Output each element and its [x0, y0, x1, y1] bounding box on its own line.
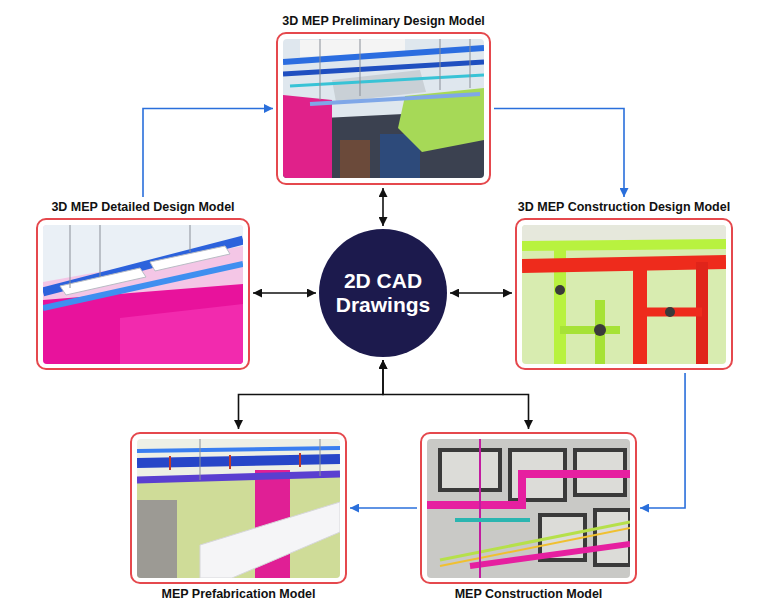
exchange-arrow [239, 360, 384, 429]
prefabrication-render [137, 439, 340, 578]
construction-design-render [522, 225, 726, 364]
flow-arrow [494, 109, 624, 198]
model-frame: MEP Construction Model [420, 432, 637, 584]
preliminary-render [283, 39, 484, 178]
model-frame: 3D MEP Preliminary Design Model [276, 32, 491, 185]
model-heading: 3D MEP Detailed Design Model [51, 200, 234, 215]
model-frame: 3D MEP Detailed Design Model [36, 218, 250, 370]
flow-arrow [640, 373, 685, 508]
model-heading: 3D MEP Preliminary Design Model [282, 14, 485, 29]
model-frame: 3D MEP Construction Design Model [515, 218, 733, 370]
model-heading: MEP Prefabrication Model [162, 587, 316, 602]
flow-arrow [350, 507, 417, 509]
exchange-arrow [383, 360, 529, 429]
exchange-arrow [253, 292, 316, 294]
exchange-arrow [450, 292, 512, 294]
detailed-render [43, 225, 243, 364]
construction-render [427, 439, 630, 578]
model-heading: MEP Construction Model [455, 587, 603, 602]
model-heading: 3D MEP Construction Design Model [518, 200, 730, 215]
hub-circle: 2D CAD Drawings [319, 229, 447, 357]
hub-label: 2D CAD Drawings [333, 269, 433, 317]
model-frame: MEP Prefabrication Model [130, 432, 347, 584]
flow-arrow [143, 109, 273, 198]
exchange-arrow [382, 188, 384, 226]
